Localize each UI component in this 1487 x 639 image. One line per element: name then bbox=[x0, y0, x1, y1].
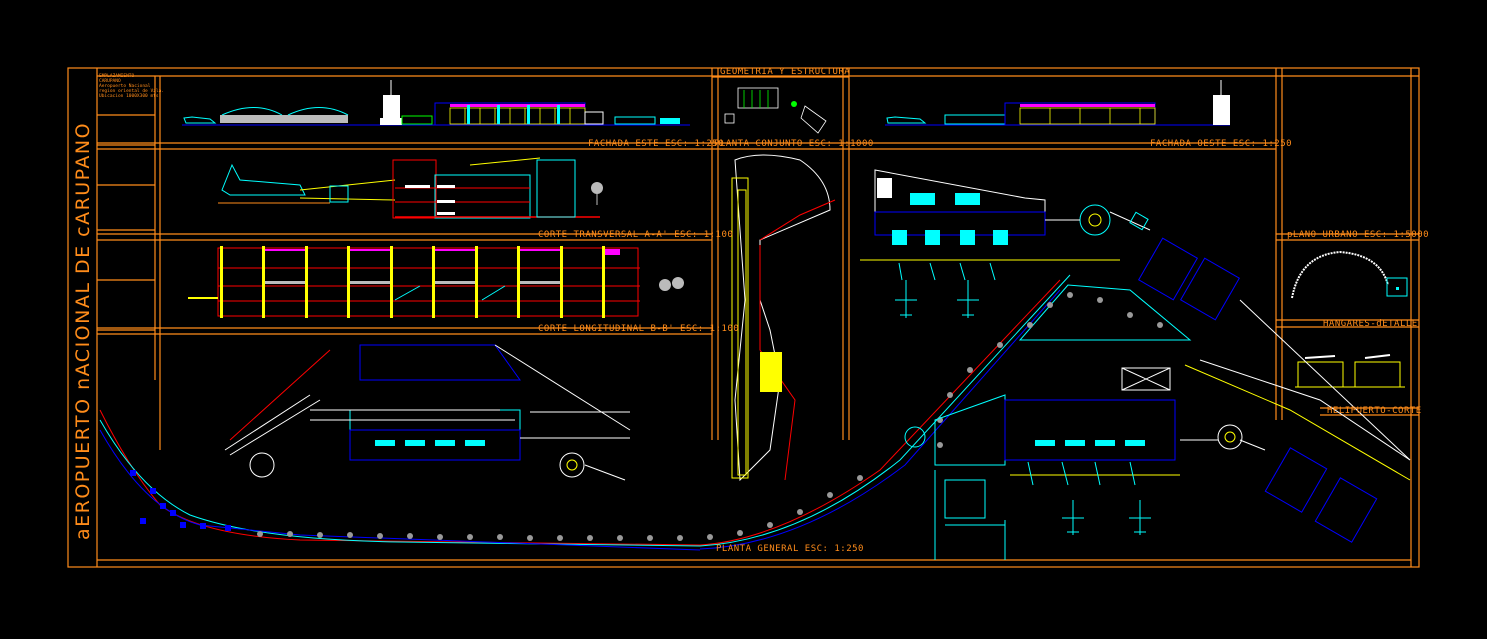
note-line: Ubicacion 1000X300 mts bbox=[99, 94, 159, 99]
hangares-detalle bbox=[1295, 354, 1405, 388]
planta-general bbox=[99, 274, 1411, 560]
label-hangares: HANGARES-dETALLE bbox=[1323, 319, 1418, 329]
label-corte-longitudinal: CORTE LONGITUDINAL B-B' ESC: 1:100 bbox=[538, 324, 740, 334]
label-corte-transversal: CORTE TRANSVERSAL A-A' ESC: 1:100 bbox=[538, 230, 734, 240]
note-line: EMPLAZAMIENTO bbox=[99, 74, 135, 79]
plano-urbano bbox=[1291, 250, 1408, 299]
tree-row bbox=[257, 475, 863, 541]
corte-longitudinal-section bbox=[188, 246, 684, 318]
fachada-oeste-elevation bbox=[885, 80, 1230, 126]
terminal-plan-upper bbox=[860, 169, 1241, 321]
fachada-este-elevation bbox=[182, 80, 690, 126]
label-geometria: GEOMETRIA Y ESTRUCTURA bbox=[720, 67, 851, 77]
aircraft-group-lower bbox=[1027, 461, 1151, 535]
note-line: Aeropuerto Nacional bbox=[99, 84, 151, 89]
corte-transversal-section bbox=[218, 157, 603, 219]
label-planta-general: PLANTA GENERAL ESC: 1:250 bbox=[716, 544, 864, 554]
label-planta-conjunto: PLANTA CONJUNTO ESC: 1:1000 bbox=[714, 139, 874, 149]
geometria-diagram bbox=[724, 87, 827, 134]
note-line: region oriental de Vzla. bbox=[99, 89, 165, 94]
note-line: CARUPANO bbox=[99, 79, 121, 84]
label-plano-urbano: pLANO URBANO ESC: 1:5000 bbox=[1287, 230, 1430, 240]
site-notes: EMPLAZAMIENTO CARUPANO Aeropuerto Nacion… bbox=[99, 74, 164, 99]
parking-blocks bbox=[130, 470, 231, 531]
title-frame bbox=[67, 67, 1420, 568]
label-fachada-este: FACHADA ESTE ESC: 1:250 bbox=[588, 139, 725, 149]
label-helipuerto: HELIPUERTO-CORTE bbox=[1327, 406, 1422, 416]
aircraft-group-upper bbox=[895, 262, 996, 318]
planta-conjunto bbox=[731, 154, 836, 482]
label-fachada-oeste: FACHADA OESTE ESC: 1:250 bbox=[1150, 139, 1293, 149]
drawing-main-title: aEROPUERTO nACIONAL DE cARUPANO bbox=[72, 121, 94, 540]
